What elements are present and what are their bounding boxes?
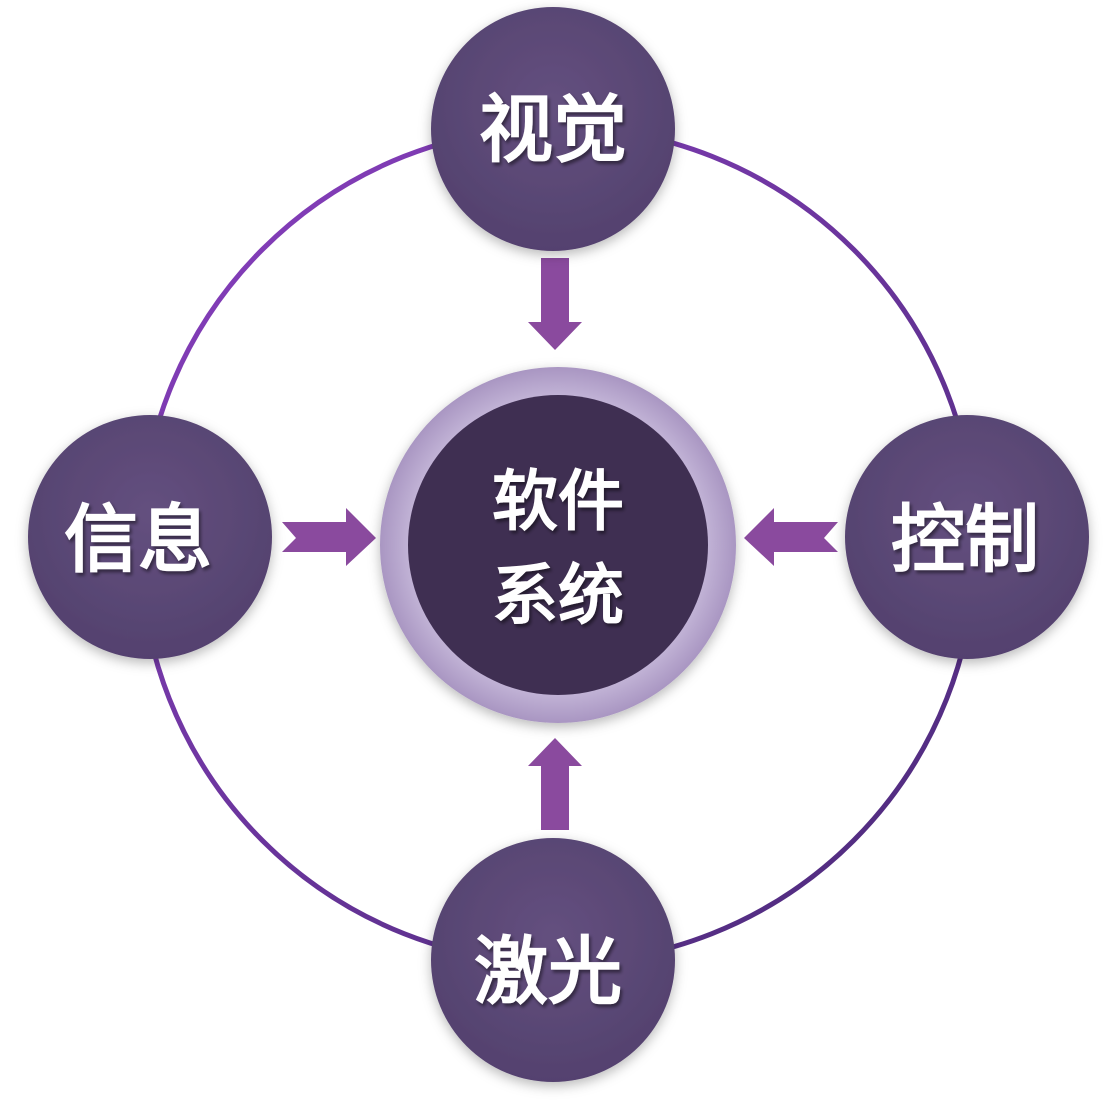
node-right: 控制: [845, 415, 1089, 659]
arrow-bottom-to-center: [528, 738, 582, 830]
node-right-label: 控制: [891, 497, 1039, 583]
node-left-label: 信息: [64, 497, 212, 583]
center-label-line2: 系统: [492, 557, 624, 634]
node-bottom: 激光: [431, 838, 675, 1082]
arrow-top-to-center: [528, 258, 582, 350]
arrow-right-to-center: [744, 508, 838, 566]
node-top-label: 视觉: [479, 87, 627, 173]
center-label-line1: 软件: [492, 463, 624, 540]
node-left: 信息: [28, 415, 272, 659]
center-node: 软件 系统: [380, 367, 736, 723]
node-top: 视觉: [431, 7, 675, 251]
node-bottom-label: 激光: [474, 929, 622, 1015]
arrow-left-to-center: [282, 508, 376, 566]
